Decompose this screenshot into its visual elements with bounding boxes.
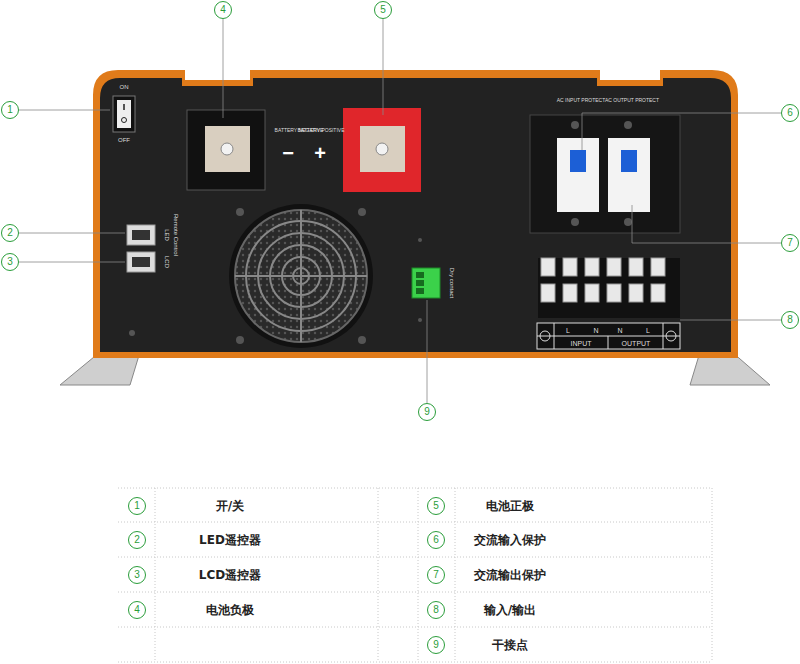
- callout-circle: [428, 602, 445, 619]
- callout-circle: [2, 102, 19, 119]
- callout-circle: [428, 637, 445, 654]
- callout-number: 9: [433, 640, 439, 650]
- callout-circle: [129, 602, 146, 619]
- panel-label: LED: [164, 229, 170, 241]
- table-cell: 开/关: [216, 500, 244, 512]
- callout-circle: [2, 225, 19, 242]
- panel-label: LCD: [164, 256, 170, 268]
- callout-number: 5: [380, 5, 386, 15]
- callout-circle: [428, 532, 445, 549]
- callout-number: 3: [7, 257, 13, 267]
- table-cell: 电池正极: [486, 500, 534, 512]
- panel-label: L: [646, 327, 650, 334]
- panel-label: +: [314, 143, 326, 163]
- panel-label: Dry contact: [449, 268, 455, 298]
- callout-circle: [129, 532, 146, 549]
- callout-number: 7: [787, 238, 793, 248]
- callout-number: 2: [134, 535, 140, 545]
- panel-label: INPUT: [571, 340, 592, 347]
- table-cell: 输入/输出: [484, 604, 536, 616]
- panel-label: BATTERY POSITIVE: [298, 128, 345, 133]
- callout-number: 9: [424, 407, 430, 417]
- panel-label: L: [566, 327, 570, 334]
- callout-circle: [2, 254, 19, 271]
- panel-label: ON: [120, 84, 129, 90]
- panel-label: N: [617, 327, 622, 334]
- callout-circle: [129, 498, 146, 515]
- callout-circle: [428, 498, 445, 515]
- callout-number: 6: [433, 535, 439, 545]
- table-cell: 电池负极: [206, 604, 254, 616]
- panel-label: Remote Control: [173, 214, 179, 256]
- callout-number: 4: [220, 5, 226, 15]
- panel-label: OUTPUT: [622, 340, 651, 347]
- table-cell: 交流输出保护: [474, 569, 546, 581]
- table-cell: LED遥控器: [199, 534, 261, 546]
- callout-number: 8: [433, 605, 439, 615]
- callout-circle: [782, 312, 799, 329]
- panel-label: OFF: [118, 137, 130, 143]
- callout-circle: [428, 567, 445, 584]
- panel-label: AC OUTPUT PROTECT: [605, 98, 659, 103]
- panel-label: −: [282, 143, 294, 163]
- table-cell: 干接点: [492, 639, 528, 651]
- callout-circle: [375, 2, 392, 19]
- callout-circle: [782, 105, 799, 122]
- callout-number: 1: [7, 105, 13, 115]
- callout-number: 2: [7, 228, 13, 238]
- callout-circle: [782, 235, 799, 252]
- callout-circle: [215, 2, 232, 19]
- callout-number: 8: [787, 315, 793, 325]
- callout-number: 4: [134, 605, 140, 615]
- callout-number: 1: [134, 501, 140, 511]
- panel-label: AC INPUT PROTECT: [557, 98, 606, 103]
- table-cell: LCD遥控器: [199, 569, 261, 581]
- callout-number: 3: [134, 570, 140, 580]
- callout-circle: [129, 567, 146, 584]
- callout-number: 7: [433, 570, 439, 580]
- callout-circle: [419, 404, 436, 421]
- callout-number: 5: [433, 501, 439, 511]
- table-cell: 交流输入保护: [474, 534, 546, 546]
- callout-number: 6: [787, 108, 793, 118]
- panel-label: N: [593, 327, 598, 334]
